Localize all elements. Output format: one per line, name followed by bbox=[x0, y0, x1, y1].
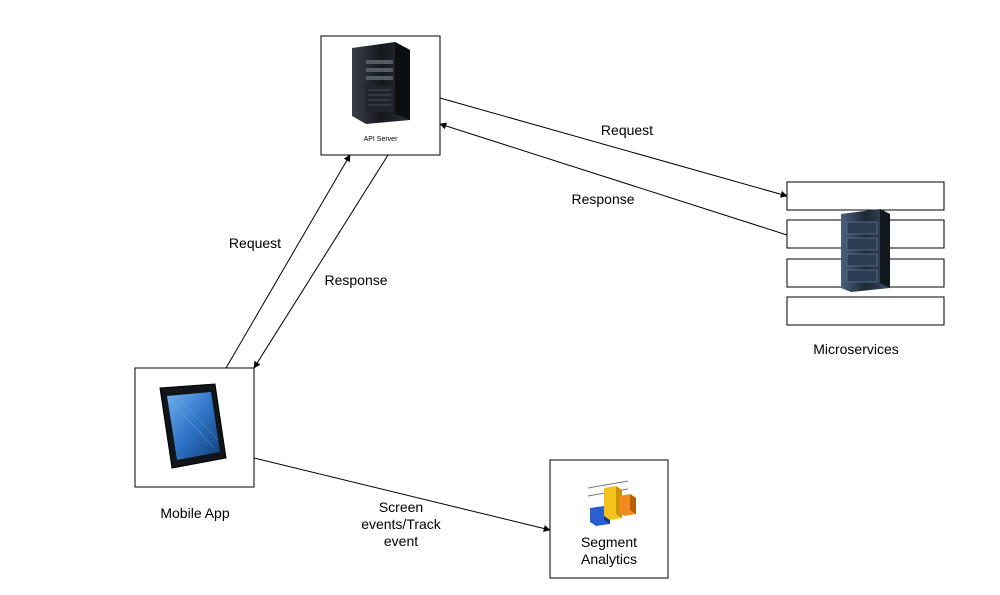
edge-mobile-to-api: Request bbox=[225, 154, 351, 369]
edge-line bbox=[253, 154, 389, 369]
microservices-node[interactable]: Microservices bbox=[786, 181, 945, 357]
microservices-label: Microservices bbox=[813, 341, 899, 357]
edge-label-response-left: Response bbox=[324, 272, 387, 288]
microservice-box-4 bbox=[786, 296, 945, 326]
edge-line bbox=[253, 457, 551, 532]
edge-line bbox=[225, 154, 351, 369]
mobile-app-node[interactable]: Mobile App bbox=[134, 367, 255, 521]
segment-analytics-node[interactable]: Segment Analytics bbox=[549, 459, 669, 579]
tablet-icon bbox=[159, 383, 227, 469]
edge-label-screen-line3: event bbox=[384, 533, 418, 549]
edge-microservices-to-api: Response bbox=[439, 122, 788, 236]
server-rack-icon bbox=[841, 209, 890, 292]
edge-mobile-to-segment: Screen events/Track event bbox=[253, 457, 551, 549]
edge-label-screen-line2: events/Track bbox=[361, 516, 442, 532]
segment-label-line2: Analytics bbox=[581, 551, 637, 567]
api-server-node[interactable]: API Server bbox=[320, 35, 441, 156]
edge-label-request-left: Request bbox=[229, 235, 281, 251]
edge-label-request-right: Request bbox=[601, 122, 653, 138]
edge-label-screen-line1: Screen bbox=[379, 499, 423, 515]
edge-line bbox=[439, 97, 788, 198]
edge-line bbox=[439, 122, 788, 236]
edge-label-response-right: Response bbox=[571, 191, 634, 207]
segment-label-line1: Segment bbox=[581, 534, 637, 550]
edge-api-to-mobile: Response bbox=[253, 154, 389, 369]
server-tower-icon bbox=[352, 42, 410, 124]
edge-api-to-microservices: Request bbox=[439, 97, 788, 198]
mobile-app-label: Mobile App bbox=[160, 505, 229, 521]
microservice-box-1 bbox=[786, 181, 945, 211]
bar-chart-icon bbox=[587, 480, 636, 526]
api-server-label: API Server bbox=[364, 136, 399, 143]
